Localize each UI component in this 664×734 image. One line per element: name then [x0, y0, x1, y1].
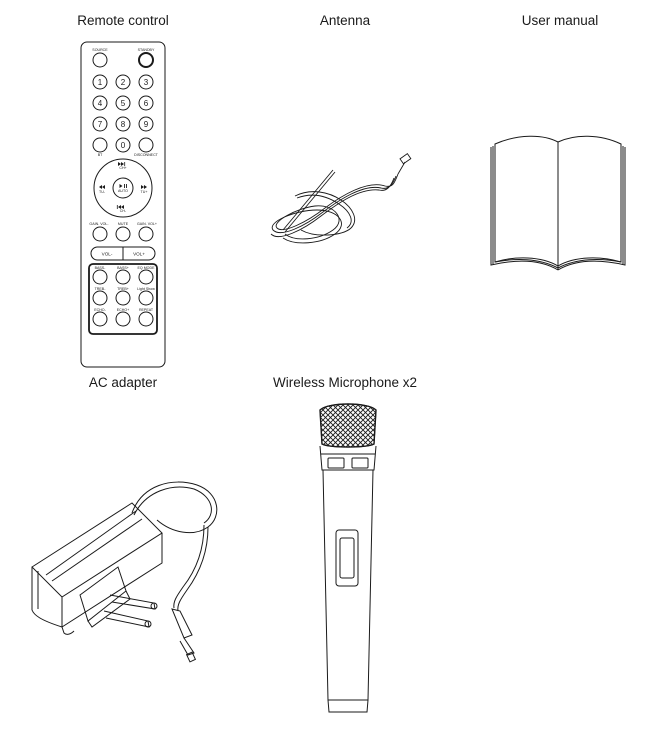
remote-label-bass-minus: BASS-: [95, 266, 107, 270]
remote-digit-2: 2: [121, 78, 126, 87]
remote-label-gain-vol-minus: GAIN. VOL-: [89, 222, 109, 226]
remote-digit-3: 3: [144, 78, 149, 87]
remote-label-eq-mode: EQ MODE: [138, 266, 156, 270]
remote-label-standby: STANDBY: [138, 48, 155, 52]
remote-digit-5: 5: [121, 99, 126, 108]
caption-remote-control: Remote control: [77, 13, 169, 28]
fast-forward-icon: [141, 185, 147, 189]
remote-label-vol-minus: VOL-: [102, 252, 113, 257]
caption-wireless-microphone: Wireless Microphone x2: [272, 375, 418, 390]
remote-label-bt: BT: [98, 153, 103, 157]
antenna-illustration: [270, 153, 412, 244]
remote-digit-8: 8: [121, 120, 126, 129]
remote-label-disconnect: DISCONNECT: [134, 153, 159, 157]
remote-label-ch-minus: CH-: [120, 209, 127, 213]
remote-digit-7: 7: [98, 120, 103, 129]
caption-user-manual: User manual: [521, 13, 599, 28]
caption-ac-adapter: AC adapter: [88, 375, 158, 390]
remote-label-tu-plus: TU+: [141, 190, 148, 194]
caption-antenna: Antenna: [319, 13, 371, 28]
remote-label-treb-minus: TREB-: [95, 287, 107, 291]
rewind-icon: [99, 185, 105, 189]
remote-label-tu-minus: TU-: [99, 190, 106, 194]
remote-label-auto: AUTO: [118, 189, 128, 193]
remote-label-ch-plus: CH+: [119, 166, 126, 170]
remote-digit-1: 1: [98, 78, 103, 87]
remote-digit-4: 4: [98, 99, 103, 108]
remote-label-vol-plus: VOL+: [133, 252, 145, 257]
wireless-microphone-illustration: [319, 403, 377, 713]
remote-label-treb-plus: TREB+: [117, 287, 129, 291]
remote-digit-6: 6: [144, 99, 149, 108]
remote-digit-9: 9: [144, 120, 149, 129]
remote-label-echo-plus: ECHO+: [117, 308, 129, 312]
remote-label-echo-minus: ECHO-: [94, 308, 106, 312]
remote-label-bass-plus: BASS+: [117, 266, 129, 270]
remote-label-repeat: REPEAT: [139, 308, 154, 312]
remote-control-illustration: SOURCE STANDBY BT DISCONNECT CH+ CH- TU-…: [80, 41, 166, 368]
remote-label-gain-vol-plus: GAIN. VOL+: [137, 222, 157, 226]
user-manual-illustration: [490, 135, 626, 271]
ac-adapter-illustration: [31, 481, 218, 663]
remote-label-mute: MUTE: [118, 222, 129, 226]
play-pause-icon: [119, 184, 127, 188]
remote-label-source: SOURCE: [92, 48, 108, 52]
next-track-icon: [118, 162, 126, 166]
remote-digit-0: 0: [121, 141, 126, 150]
prev-track-icon: [116, 205, 124, 209]
remote-label-light-show: Light Show: [137, 287, 155, 291]
